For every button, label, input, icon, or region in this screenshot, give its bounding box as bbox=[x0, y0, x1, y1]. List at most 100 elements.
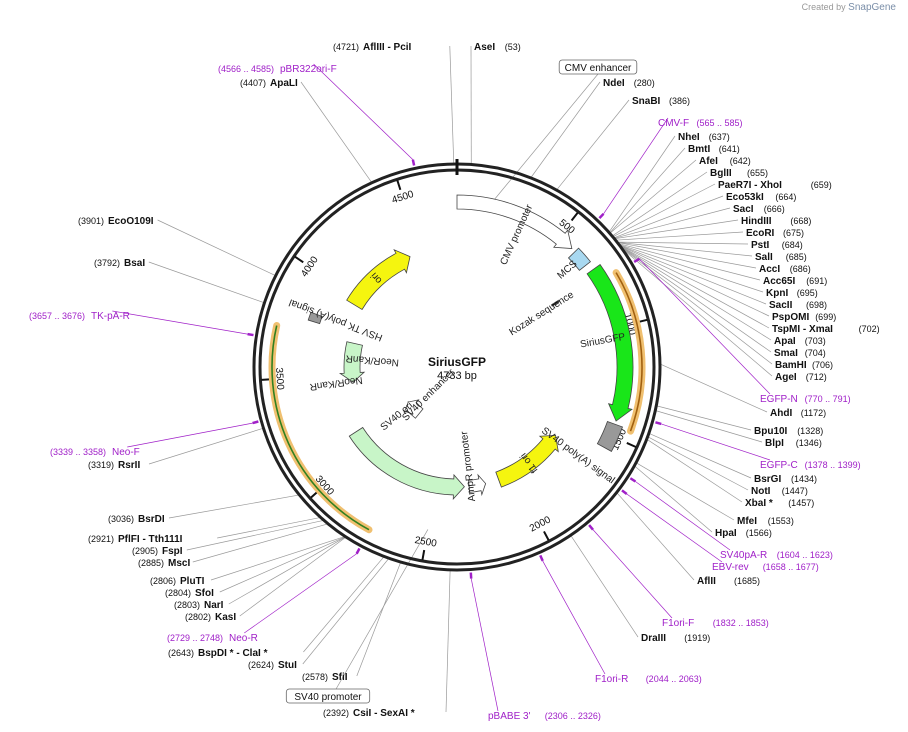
restriction-site[interactable]: SacI(666) bbox=[733, 204, 785, 215]
site-name[interactable]: PstI bbox=[751, 240, 770, 251]
primer-name[interactable]: pBABE 3' bbox=[488, 711, 531, 722]
restriction-site[interactable]: HpaI(1566) bbox=[715, 528, 772, 539]
site-name[interactable]: AflII bbox=[697, 576, 716, 587]
site-name[interactable]: BamHI bbox=[775, 360, 807, 371]
restriction-site[interactable]: HindIII(668) bbox=[741, 216, 811, 227]
site-name[interactable]: BglII bbox=[710, 168, 732, 179]
site-name[interactable]: SfoI bbox=[195, 588, 214, 599]
site-name[interactable]: SacI bbox=[733, 204, 754, 215]
site-name[interactable]: AseI bbox=[474, 42, 495, 53]
restriction-site[interactable]: (2802)KasI bbox=[185, 612, 236, 623]
site-name[interactable]: ApaLI bbox=[270, 78, 298, 89]
site-name[interactable]: StuI bbox=[278, 660, 297, 671]
restriction-site[interactable]: TspMI - XmaI(702) bbox=[772, 324, 880, 335]
restriction-site[interactable]: (2392)CsiI - SexAI * bbox=[323, 708, 415, 719]
site-name[interactable]: PaeR7I - XhoI bbox=[718, 180, 782, 191]
site-name[interactable]: XbaI * bbox=[745, 498, 773, 509]
restriction-site[interactable]: ApaI(703) bbox=[774, 336, 826, 347]
restriction-site[interactable]: MfeI(1553) bbox=[737, 516, 794, 527]
restriction-site[interactable]: NdeI(280) bbox=[603, 78, 655, 89]
primer-binding-site[interactable]: pBABE 3'(2306 .. 2326) bbox=[488, 711, 601, 722]
restriction-site[interactable]: NotI(1447) bbox=[751, 486, 808, 497]
primer-binding-site[interactable]: SV40pA-R(1604 .. 1623) bbox=[720, 550, 833, 561]
site-name[interactable]: AfeI bbox=[699, 156, 718, 167]
restriction-site[interactable]: (2804)SfoI bbox=[165, 588, 214, 599]
site-name[interactable]: MscI bbox=[168, 558, 190, 569]
restriction-site[interactable]: PspOMI(699) bbox=[772, 312, 836, 323]
site-name[interactable]: BspDI * - ClaI * bbox=[198, 648, 268, 659]
primer-name[interactable]: EGFP-N bbox=[760, 394, 798, 405]
primer-name[interactable]: EGFP-C bbox=[760, 460, 798, 471]
restriction-site[interactable]: AgeI(712) bbox=[775, 372, 827, 383]
site-name[interactable]: RsrII bbox=[118, 460, 140, 471]
restriction-site[interactable]: XbaI *(1457) bbox=[745, 498, 814, 509]
primer-binding-site[interactable]: (3339 .. 3358)Neo-F bbox=[50, 447, 140, 458]
site-name[interactable]: Acc65I bbox=[763, 276, 795, 287]
restriction-site[interactable]: BmtI(641) bbox=[688, 144, 740, 155]
site-name[interactable]: AflIII - PciI bbox=[363, 42, 412, 53]
site-name[interactable]: BsrDI bbox=[138, 514, 165, 525]
site-name[interactable]: BsrGI bbox=[754, 474, 781, 485]
primer-binding-site[interactable]: (2729 .. 2748)Neo-R bbox=[167, 633, 258, 644]
primer-name[interactable]: Neo-F bbox=[112, 447, 140, 458]
primer-binding-site[interactable]: F1ori-R(2044 .. 2063) bbox=[595, 674, 702, 685]
restriction-site[interactable]: (2806)PluTI bbox=[150, 576, 205, 587]
primer-binding-site[interactable]: EGFP-N(770 .. 791) bbox=[760, 394, 851, 405]
restriction-site[interactable]: (2643)BspDI * - ClaI * bbox=[168, 648, 268, 659]
primer-name[interactable]: CMV-F bbox=[658, 118, 689, 129]
site-name[interactable]: NheI bbox=[678, 132, 700, 143]
restriction-site[interactable]: BamHI(706) bbox=[775, 360, 833, 371]
restriction-site[interactable]: DraIII(1919) bbox=[641, 633, 710, 644]
restriction-site[interactable]: AhdI(1172) bbox=[770, 408, 826, 419]
restriction-site[interactable]: Bpu10I(1328) bbox=[754, 426, 823, 437]
site-name[interactable]: NarI bbox=[204, 600, 224, 611]
primer-binding-site[interactable]: CMV-F(565 .. 585) bbox=[658, 118, 743, 129]
site-name[interactable]: SnaBI bbox=[632, 96, 661, 107]
restriction-site[interactable]: (2905)FspI bbox=[132, 546, 183, 557]
site-name[interactable]: NdeI bbox=[603, 78, 625, 89]
restriction-site[interactable]: (2885)MscI bbox=[138, 558, 190, 569]
restriction-site[interactable]: BlpI(1346) bbox=[765, 438, 822, 449]
primer-binding-site[interactable]: (4566 .. 4585)pBR322ori-F bbox=[218, 64, 337, 75]
site-name[interactable]: Bpu10I bbox=[754, 426, 788, 437]
restriction-site[interactable]: (4407)ApaLI bbox=[240, 78, 298, 89]
restriction-site[interactable]: SacII(698) bbox=[769, 300, 827, 311]
primer-name[interactable]: pBR322ori-F bbox=[280, 64, 337, 75]
site-name[interactable]: Eco53kI bbox=[726, 192, 764, 203]
site-name[interactable]: AhdI bbox=[770, 408, 792, 419]
restriction-site[interactable]: (3036)BsrDI bbox=[108, 514, 165, 525]
primer-binding-site[interactable]: EBV-rev(1658 .. 1677) bbox=[712, 562, 819, 573]
site-name[interactable]: AgeI bbox=[775, 372, 797, 383]
site-name[interactable]: NotI bbox=[751, 486, 771, 497]
site-name[interactable]: BsaI bbox=[124, 258, 145, 269]
restriction-site[interactable]: EcoRI(675) bbox=[746, 228, 804, 239]
restriction-site[interactable]: (3901)EcoO109I bbox=[78, 216, 154, 227]
primer-name[interactable]: SV40pA-R bbox=[720, 550, 767, 561]
site-name[interactable]: SalI bbox=[755, 252, 773, 263]
site-name[interactable]: ApaI bbox=[774, 336, 796, 347]
site-name[interactable]: EcoRI bbox=[746, 228, 775, 239]
restriction-site[interactable]: AseI(53) bbox=[474, 42, 521, 53]
site-name[interactable]: EcoO109I bbox=[108, 216, 154, 227]
restriction-site[interactable]: (2624)StuI bbox=[248, 660, 297, 671]
restriction-site[interactable]: BglII(655) bbox=[710, 168, 768, 179]
site-name[interactable]: BlpI bbox=[765, 438, 784, 449]
site-name[interactable]: SmaI bbox=[774, 348, 798, 359]
primer-name[interactable]: EBV-rev bbox=[712, 562, 749, 573]
primer-name[interactable]: F1ori-R bbox=[595, 674, 628, 685]
restriction-site[interactable]: (4721)AflIII - PciI bbox=[333, 42, 412, 53]
site-name[interactable]: AccI bbox=[759, 264, 780, 275]
site-name[interactable]: SacII bbox=[769, 300, 793, 311]
restriction-site[interactable]: BsrGI(1434) bbox=[754, 474, 817, 485]
primer-binding-site[interactable]: EGFP-C(1378 .. 1399) bbox=[760, 460, 861, 471]
site-name[interactable]: TspMI - XmaI bbox=[772, 324, 833, 335]
primer-name[interactable]: TK-pA-R bbox=[91, 311, 130, 322]
site-name[interactable]: HindIII bbox=[741, 216, 772, 227]
site-name[interactable]: DraIII bbox=[641, 633, 666, 644]
restriction-site[interactable]: (2921)PflFI - Tth111I bbox=[88, 534, 183, 545]
primer-name[interactable]: F1ori-F bbox=[662, 618, 694, 629]
restriction-site[interactable]: SnaBI(386) bbox=[632, 96, 690, 107]
site-name[interactable]: PspOMI bbox=[772, 312, 809, 323]
site-name[interactable]: KpnI bbox=[766, 288, 788, 299]
restriction-site[interactable]: AfeI(642) bbox=[699, 156, 751, 167]
